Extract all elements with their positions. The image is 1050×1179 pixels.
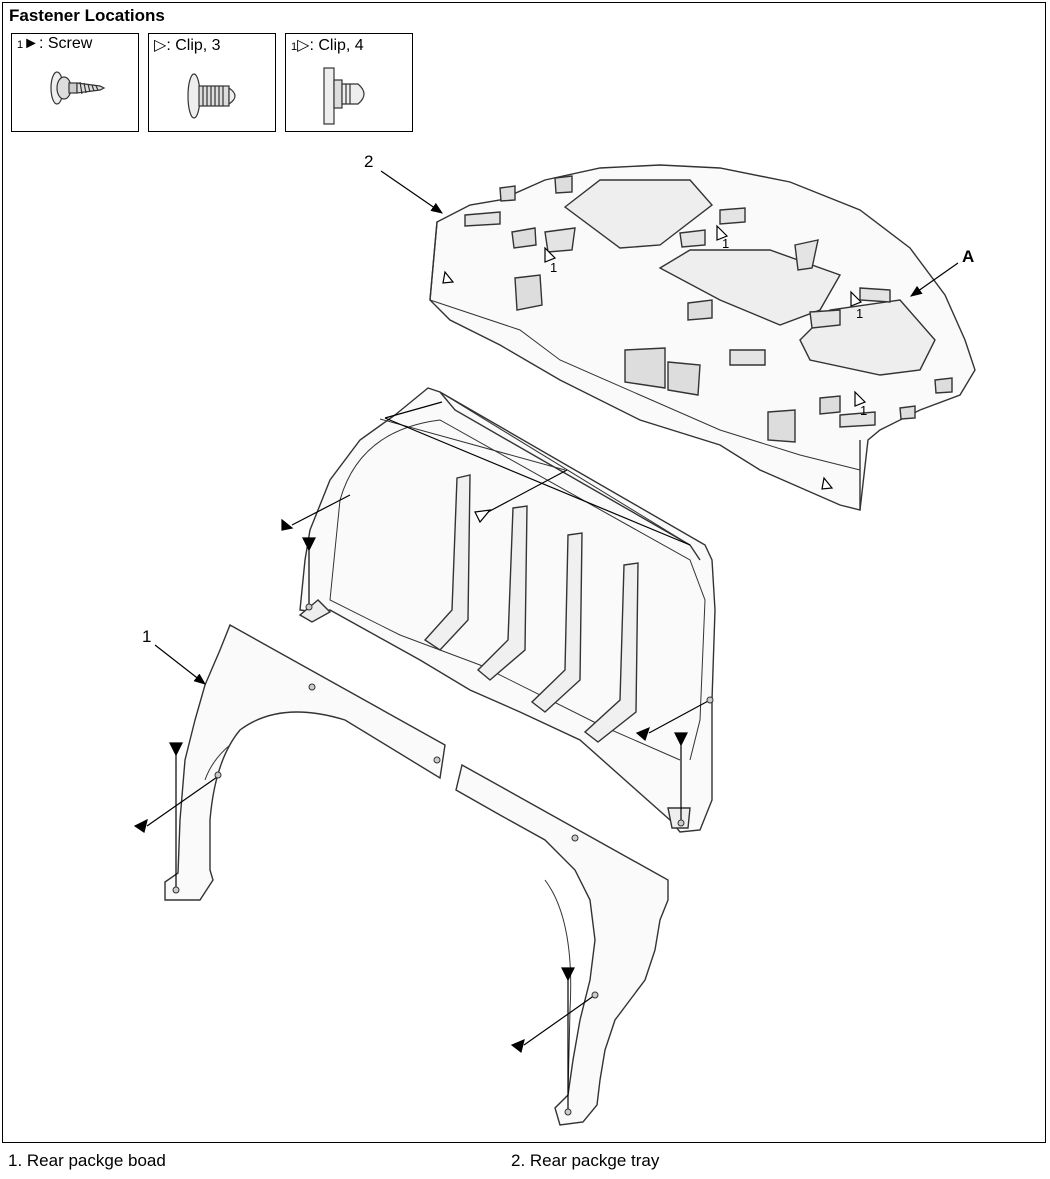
caption-part-1: 1. Rear packge boad [8,1151,166,1170]
side-panel-right [455,763,669,1126]
clip-4-icon [323,67,365,125]
legend-screw-label: 1►: Screw [17,35,93,52]
legend-screw: 1►: Screw [11,33,139,132]
detail-marker-4: 1 [860,403,867,418]
screw-icon [50,71,106,105]
detail-marker-2: 1 [722,236,729,251]
rear-package-tray [429,164,976,511]
page-title: Fastener Locations [9,6,165,25]
legend-clip-4-label: 1▷: Clip, 4 [291,37,364,54]
callout-part-1: 1 [142,627,152,646]
legend-clip-4: 1▷: Clip, 4 [285,33,413,132]
screw-holes [172,603,714,1116]
callout-part-2: 2 [364,152,374,171]
rear-package-board [298,387,716,833]
caption-part-2: 2. Rear packge tray [511,1151,660,1170]
diagram-frame [2,2,1046,1143]
clip-markers [384,270,834,546]
clip4-markers [544,224,867,407]
callout-detail-a: A [962,247,975,266]
clip-3-icon [187,73,236,119]
detail-marker-1: 1 [550,260,557,275]
callout-leaders [154,170,959,685]
legend-clip-3-label: ▷: Clip, 3 [154,37,221,54]
screw-markers [133,494,711,1112]
legend-clip-3: ▷: Clip, 3 [148,33,276,132]
detail-marker-3: 1 [856,306,863,321]
side-panel-left [164,624,446,901]
